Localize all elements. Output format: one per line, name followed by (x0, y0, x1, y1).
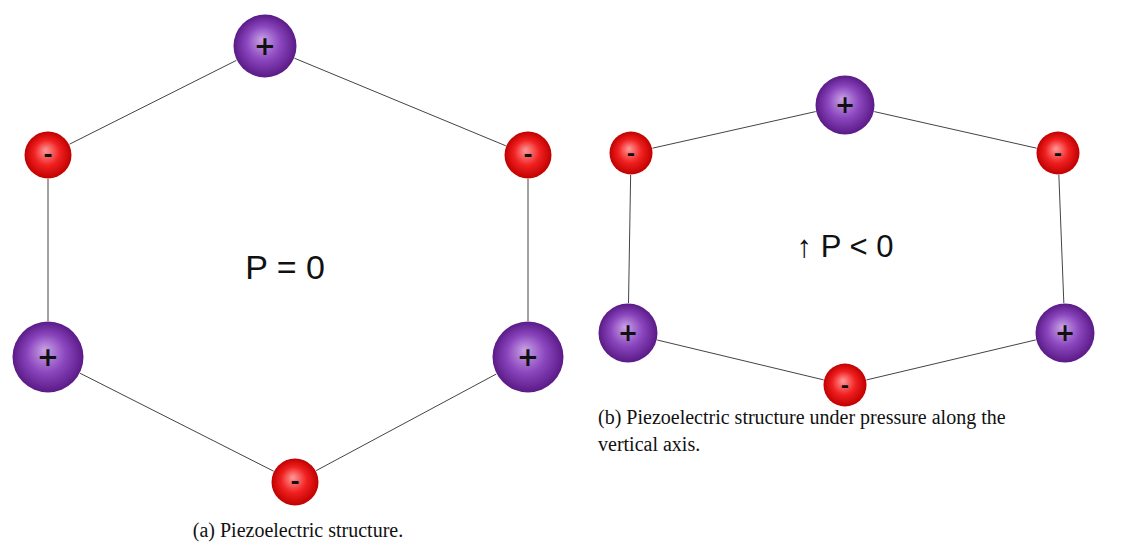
subfigure-caption: (a) Piezoelectric structure. (193, 517, 403, 544)
atom-circle (824, 364, 867, 407)
atom-circle (816, 76, 875, 135)
bond-line (69, 60, 236, 144)
atom-circle (234, 15, 297, 78)
atom-circle (13, 322, 84, 393)
charge-sign: + (37, 344, 59, 370)
charged-atom: - (504, 131, 552, 179)
bond-line (316, 374, 496, 471)
charge-sign: - (523, 144, 532, 166)
charge-sign: + (1055, 321, 1075, 345)
charged-atom: - (271, 458, 319, 506)
charge-sign: - (290, 471, 299, 493)
atom-circle (493, 322, 564, 393)
bond-line (1059, 175, 1064, 303)
atom-circle (1037, 132, 1080, 175)
atom-circle (1036, 304, 1095, 363)
bond-line (528, 179, 529, 321)
bond-line (48, 179, 49, 321)
charge-sign: + (835, 93, 855, 117)
atom-circle (610, 132, 653, 175)
charged-atom: + (492, 321, 564, 393)
charged-atom: + (1035, 303, 1095, 363)
atom-circle (25, 132, 72, 179)
atom-circle (599, 304, 658, 363)
polarization-label: P = 0 (245, 245, 325, 291)
charged-atom: + (598, 303, 658, 363)
charged-atom: + (815, 75, 875, 135)
charge-sign: - (43, 144, 52, 166)
charge-sign: + (517, 344, 539, 370)
atom-circle (272, 459, 319, 506)
charge-sign: - (841, 375, 849, 395)
charge-sign: + (254, 33, 276, 59)
bond-line (295, 58, 506, 146)
charged-atom: + (12, 321, 84, 393)
polarization-label: ↑ P < 0 (797, 226, 894, 268)
bond-line (866, 340, 1035, 380)
charged-atom: - (24, 131, 72, 179)
charged-atom: + (233, 14, 297, 78)
charged-atom: - (609, 131, 653, 175)
atom-circle (505, 132, 552, 179)
bond-line (80, 373, 273, 471)
charge-sign: - (1054, 143, 1062, 163)
bond-line (874, 112, 1036, 149)
bond-line (657, 340, 823, 380)
bond-line (629, 175, 631, 303)
charge-sign: + (618, 321, 638, 345)
subfigure-caption: (b) Piezoelectric structure under pressu… (598, 404, 1023, 458)
charged-atom: - (823, 363, 867, 407)
bond-line (652, 112, 815, 149)
charged-atom: - (1036, 131, 1080, 175)
charge-sign: - (627, 143, 635, 163)
